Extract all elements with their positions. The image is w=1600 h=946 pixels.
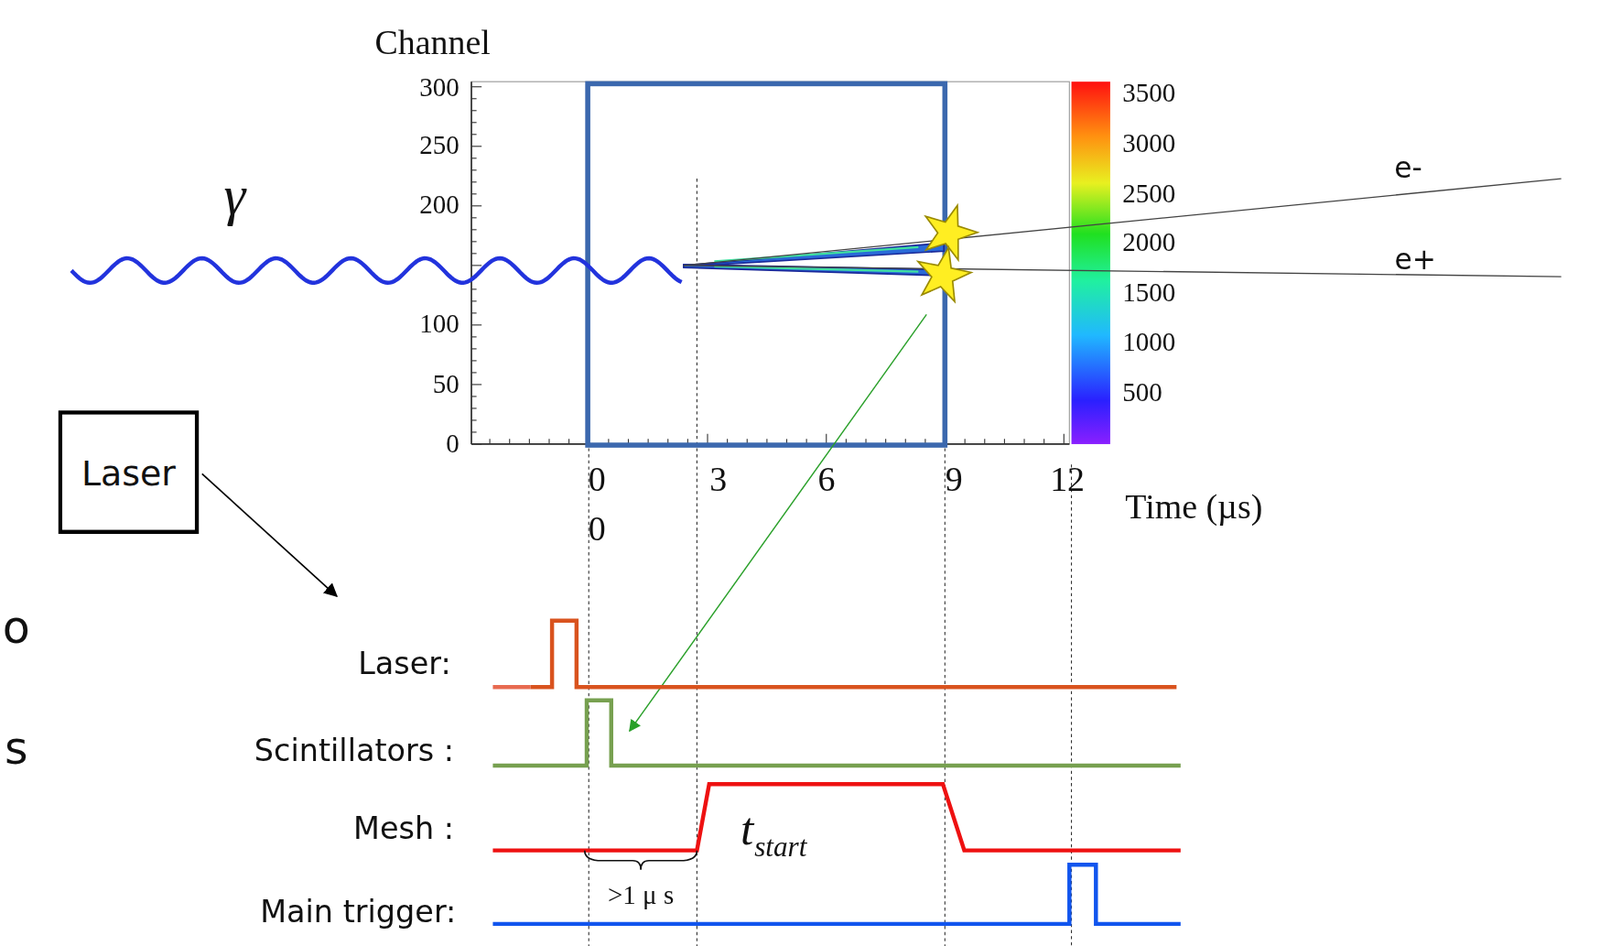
cut-text: s	[4, 725, 29, 771]
leader-arrow	[202, 473, 337, 596]
colorbar-label: 2000	[1122, 229, 1176, 257]
colorbar-label: 3000	[1122, 130, 1176, 158]
tick-label: 200	[419, 192, 459, 219]
tick-label: 0	[445, 430, 459, 457]
symbol: γ	[224, 168, 247, 224]
colorbar-label: 500	[1122, 379, 1162, 407]
axis-title: Time (µs)	[1124, 489, 1263, 525]
axis-title: Channel	[375, 25, 491, 61]
tick-label: 6	[818, 462, 836, 498]
colorbar-label: 2500	[1122, 180, 1176, 207]
tick-label: 0	[588, 462, 606, 498]
tick-label: 300	[419, 74, 459, 101]
laser-box: Laser	[58, 410, 200, 534]
time-symbol: t	[740, 805, 754, 853]
cut-text: o	[2, 605, 31, 650]
laser-trace	[492, 684, 530, 689]
time-window	[587, 83, 945, 445]
signal-name: Laser:	[357, 648, 452, 679]
delay-label: >1 μ s	[607, 881, 674, 909]
tick-label: 12	[1049, 462, 1085, 498]
electron-track	[683, 242, 944, 267]
scintillator-trace	[492, 700, 1180, 766]
tick-label: 100	[419, 311, 459, 338]
time-guides	[588, 178, 1071, 946]
y-axis	[470, 81, 473, 444]
color-bar	[1071, 81, 1111, 444]
tick-label: 9	[945, 462, 963, 498]
signal-name: Main trigger:	[259, 896, 456, 927]
particle-label: e+	[1394, 246, 1437, 275]
hit-star	[918, 247, 972, 302]
photon-wave	[71, 258, 682, 283]
subscript: start	[754, 832, 807, 862]
colorbar-label: 3500	[1122, 80, 1176, 108]
colorbar-label: 1000	[1122, 329, 1176, 357]
colorbar-label: 1500	[1122, 279, 1176, 306]
trigger-trace	[492, 864, 1180, 924]
particle-label: e-	[1394, 153, 1422, 183]
laser-trace	[530, 620, 1178, 687]
signal-name: Scintillators :	[254, 735, 455, 766]
delay-brace	[584, 850, 698, 870]
tick-label: 0	[588, 511, 606, 547]
mesh-trace	[492, 783, 1180, 850]
hit-star	[925, 205, 978, 260]
tick-label: 3	[709, 462, 727, 498]
tick-label: 50	[432, 371, 460, 399]
tick-label: 250	[419, 132, 459, 160]
box-text: Laser	[81, 451, 176, 493]
signal-name: Mesh :	[353, 812, 455, 844]
leader-arrow	[629, 313, 927, 731]
